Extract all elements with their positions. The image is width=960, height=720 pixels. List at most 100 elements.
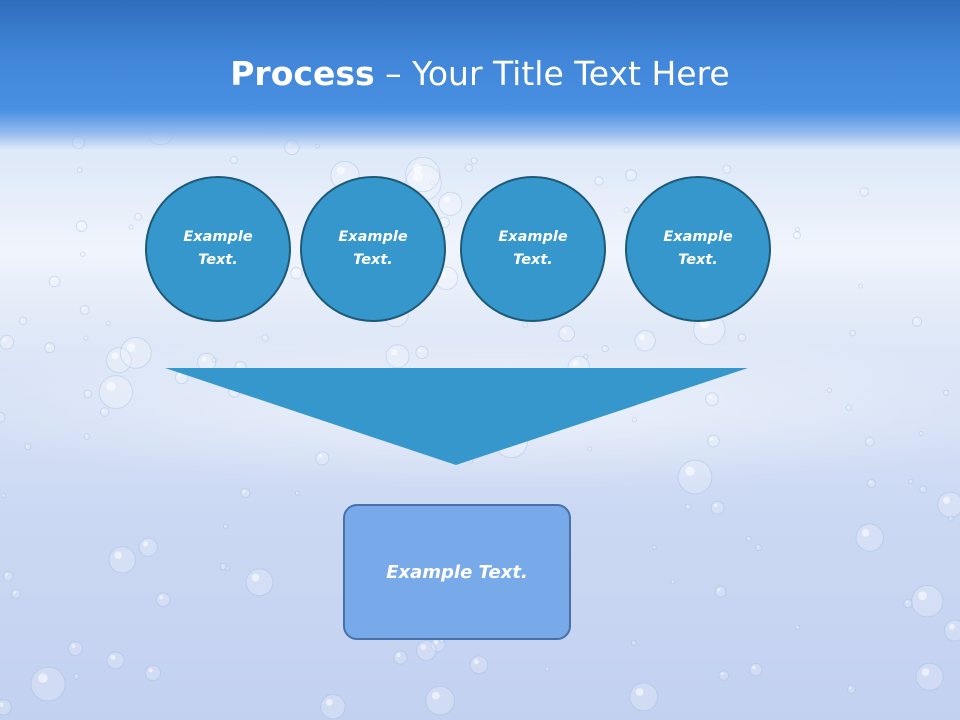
- water-drop-highlight: [110, 655, 116, 660]
- water-drop-highlight: [796, 228, 798, 230]
- water-drop-highlight: [136, 214, 139, 217]
- water-drop-highlight: [293, 269, 297, 273]
- water-drop-highlight: [671, 580, 673, 582]
- water-drop-highlight: [588, 447, 590, 449]
- water-drop-highlight: [224, 525, 226, 527]
- water-drop-highlight: [433, 640, 438, 645]
- water-drop-highlight: [713, 503, 718, 508]
- water-drop-highlight: [296, 491, 298, 493]
- water-drop-highlight: [523, 323, 526, 325]
- water-drop-highlight: [710, 437, 714, 441]
- water-drop-highlight: [918, 591, 927, 601]
- water-drop-highlight: [921, 668, 930, 676]
- water-drop-highlight: [2, 494, 4, 496]
- water-drop-highlight: [177, 373, 182, 377]
- water-drop-highlight: [466, 165, 469, 168]
- water-drop-highlight: [441, 219, 445, 222]
- step-label-3: Example Text.: [498, 229, 568, 268]
- water-drop-highlight: [721, 672, 724, 676]
- water-drop-highlight: [546, 667, 548, 669]
- water-drop-highlight: [596, 178, 599, 181]
- water-drop-highlight: [106, 322, 109, 324]
- water-drop-highlight: [418, 348, 422, 353]
- water-drop-highlight: [851, 331, 853, 334]
- title-rest: – Your Title Text Here: [374, 54, 730, 93]
- step-label-4: Example Text.: [663, 229, 733, 268]
- water-drop-highlight: [221, 564, 224, 567]
- water-drop-highlight: [106, 381, 116, 391]
- water-drop-highlight: [796, 626, 798, 628]
- water-drop-highlight: [472, 158, 475, 161]
- water-drop-highlight: [111, 352, 119, 360]
- water-drop-highlight: [74, 674, 77, 677]
- water-drop-highlight: [201, 356, 207, 362]
- water-drop-highlight: [84, 336, 86, 338]
- water-drop-highlight: [85, 434, 87, 437]
- step-circle-1[interactable]: Example Text.: [145, 176, 291, 322]
- title-bold: Process: [230, 54, 375, 93]
- water-drop-highlight: [231, 157, 234, 160]
- water-drop-highlight: [473, 659, 479, 665]
- water-drop-highlight: [51, 278, 55, 282]
- result-label: Example Text.: [386, 561, 528, 583]
- water-drop-highlight: [126, 343, 136, 352]
- water-drop-highlight: [412, 163, 423, 174]
- water-drop-highlight: [114, 551, 122, 559]
- step-label-1: Example Text.: [183, 229, 253, 268]
- water-drop-highlight: [443, 196, 451, 203]
- water-drop-highlight: [242, 490, 246, 493]
- water-drop-highlight: [632, 641, 634, 643]
- water-drop-highlight: [909, 480, 911, 482]
- water-drop-highlight: [46, 344, 50, 348]
- water-drop-highlight: [102, 409, 105, 412]
- water-drop-highlight: [420, 644, 426, 650]
- water-drop-highlight: [38, 673, 48, 683]
- water-drop-highlight: [396, 653, 401, 658]
- water-drop-highlight: [795, 233, 797, 235]
- water-drop-highlight: [861, 529, 870, 537]
- water-drop-highlight: [685, 466, 695, 476]
- water-drop-highlight: [226, 567, 228, 569]
- water-drop-highlight: [562, 328, 567, 334]
- water-drop-highlight: [81, 252, 83, 254]
- step-label-2: Example Text.: [338, 229, 408, 268]
- water-drop-highlight: [859, 284, 861, 286]
- water-drop-highlight: [905, 600, 909, 604]
- water-drop-highlight: [413, 171, 424, 182]
- result-box[interactable]: Example Text.: [343, 504, 571, 640]
- water-drop-highlight: [2, 337, 7, 342]
- water-drop: [944, 619, 960, 642]
- water-drop: [845, 404, 852, 411]
- water-drop-highlight: [572, 360, 579, 367]
- water-drop-highlight: [431, 691, 440, 700]
- water-drop-highlight: [5, 573, 8, 576]
- water-drop-highlight: [325, 699, 333, 706]
- water-drop-highlight: [0, 702, 4, 707]
- step-circle-4[interactable]: Example Text.: [625, 176, 771, 322]
- water-drop-highlight: [914, 318, 917, 322]
- water-drop-highlight: [82, 307, 85, 310]
- water-drop-highlight: [747, 537, 749, 539]
- water-drop-highlight: [85, 391, 88, 394]
- water-drop-highlight: [625, 208, 627, 210]
- water-drop-highlight: [21, 318, 23, 321]
- water-drop-highlight: [78, 222, 82, 226]
- water-drop-highlight: [867, 438, 870, 442]
- water-drop-highlight: [603, 346, 606, 349]
- water-drop-highlight: [635, 688, 644, 696]
- water-drop-highlight: [849, 686, 852, 690]
- water-drop-highlight: [752, 665, 756, 670]
- water-drop-highlight: [653, 546, 655, 548]
- water-drop-highlight: [318, 454, 323, 458]
- water-drop-highlight: [130, 225, 132, 227]
- water-drop-highlight: [919, 432, 922, 434]
- water-drop-highlight: [921, 487, 924, 490]
- step-circle-3[interactable]: Example Text.: [460, 176, 606, 322]
- water-drop-highlight: [724, 166, 727, 169]
- water-drop-highlight: [148, 668, 153, 673]
- step-circle-2[interactable]: Example Text.: [300, 176, 446, 322]
- water-drop-highlight: [717, 588, 721, 592]
- water-drop-highlight: [861, 189, 865, 192]
